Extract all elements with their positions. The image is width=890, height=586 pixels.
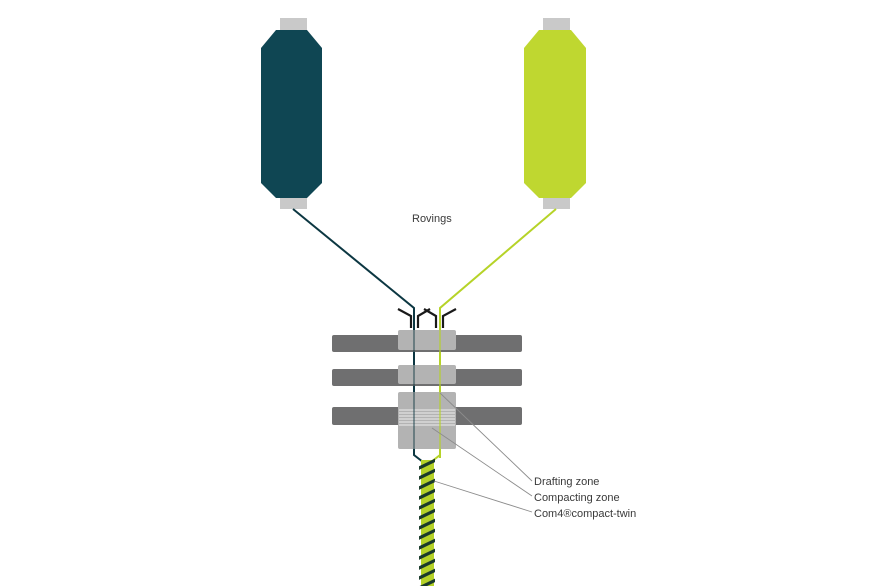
right-bobbin-icon (524, 18, 586, 209)
twisted-yarn-icon (419, 458, 435, 586)
yarn-stripes (419, 458, 435, 586)
left-bobbin-body (261, 30, 322, 198)
drafting-leader (439, 392, 533, 482)
left-bobbin-icon (261, 18, 322, 209)
right-bobbin-body (524, 30, 586, 198)
roller-block-1 (398, 330, 456, 350)
drafting-zone-label: Drafting zone (534, 476, 599, 488)
drafting-rollers-icon (332, 330, 522, 450)
rovings-label: Rovings (412, 213, 452, 225)
compacting-zone-label: Compacting zone (534, 492, 620, 504)
dark-convergence (413, 450, 424, 463)
guide-right-outer (441, 308, 457, 328)
trumpet-guides (397, 308, 457, 328)
right-bobbin-top-cap (543, 18, 570, 30)
guide-left-outer (397, 308, 413, 328)
left-bobbin-top-cap (280, 18, 307, 30)
compacting-leader (431, 427, 533, 497)
roller-block-2 (398, 365, 456, 384)
left-bobbin-bottom-cap (280, 198, 307, 209)
compacting-stripes (399, 409, 455, 426)
right-bobbin-bottom-cap (543, 198, 570, 209)
leader-lines (431, 392, 533, 513)
com4-label: Com4®compact-twin (534, 508, 636, 520)
com4-leader (433, 480, 533, 513)
guide-right-inner (423, 308, 438, 328)
